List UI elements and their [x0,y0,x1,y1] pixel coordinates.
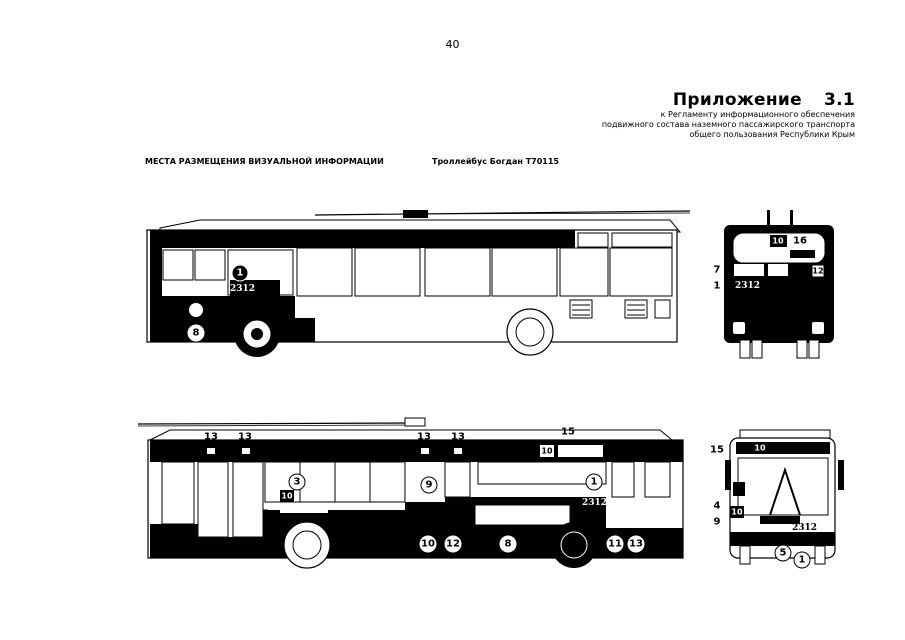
route-number-rear: 10 [772,237,784,246]
marker-side-9: 9 [420,476,438,494]
marker-side-12: 12 [443,534,463,554]
marker-side-13-e: 13 [626,534,646,554]
svg-text:1: 1 [591,477,598,488]
svg-text:11: 11 [608,539,622,550]
marker-front-4: 4 [714,501,721,512]
svg-text:13: 13 [451,432,465,443]
svg-text:9: 9 [426,480,433,491]
svg-text:1: 1 [237,268,244,279]
appendix-subtitle-line-3: общего пользования Республики Крым [689,130,855,139]
appendix-title-number: 3.1 [823,90,855,110]
svg-text:13: 13 [204,432,218,443]
route-number-front-side: 10 [731,508,743,517]
marker-side-1: 1 [585,473,603,491]
route-number-top-display: 10 [541,447,553,456]
marker-side-11: 11 [605,534,625,554]
fleet-number-top: 2312 [230,284,255,294]
bus-side-view-left: 10 10 2312 13 13 13 13 15 3 1 9 5 10 12 … [137,417,684,569]
caption-vehicle-model: Троллейбус Богдан Т70115 [432,157,559,166]
appendix-title-word: Приложение [672,90,802,110]
fleet-number-front: 2312 [792,523,817,533]
bus-rear-view: 10 12 2312 16 7 1 [714,210,834,359]
marker-top-8: 8 [186,323,206,343]
appendix-title: Приложение 3.1 [602,90,855,110]
svg-text:3: 3 [294,477,301,488]
svg-text:10: 10 [421,539,435,550]
marker-side-3: 3 [288,473,306,491]
marker-rear-7: 7 [714,265,721,276]
appendix-subtitle-line-2: подвижного состава наземного пассажирско… [601,120,855,129]
marker-front-1: 1 [793,551,811,569]
marker-rear-1: 1 [714,281,721,292]
header-block: Приложение 3.1 к Регламенту информационно… [602,90,855,140]
svg-text:8: 8 [505,539,512,550]
marker-front-9: 9 [714,517,721,528]
bus-side-view-right: 2312 1 8 [146,210,691,357]
marker-side-13-b: 13 [238,432,252,443]
svg-text:1: 1 [799,555,806,566]
marker-side-13-d: 13 [451,432,465,443]
bus-front-view: 10 10 2312 15 4 9 5 1 [710,429,844,569]
svg-text:12: 12 [446,539,460,550]
marker-side-5: 5 [263,509,270,520]
route-number-front: 10 [754,444,766,453]
marker-front-15: 15 [710,445,724,456]
marker-side-13-c: 13 [417,432,431,443]
svg-text:8: 8 [193,328,200,339]
appendix-subtitle-line-1: к Регламенту информационного обеспечения [660,110,855,119]
caption-placement: МЕСТА РАЗМЕЩЕНИЯ ВИЗУАЛЬНОЙ ИНФОРМАЦИИ [145,157,384,166]
svg-text:13: 13 [629,539,643,550]
marker-side-15: 15 [561,427,575,438]
marker-side-8: 8 [498,534,518,554]
marker-front-5: 5 [774,544,792,562]
route-number-side: 10 [281,492,293,501]
marker-side-10: 10 [418,534,438,554]
fleet-number-rear: 2312 [735,281,760,291]
marker-side-13-a: 13 [204,432,218,443]
svg-text:13: 13 [238,432,252,443]
marker-rear-12: 12 [812,267,823,276]
fleet-number-side: 2312 [582,498,607,508]
marker-top-1: 1 [231,264,249,282]
page-number: 40 [445,38,460,51]
marker-rear-16: 16 [793,236,807,247]
svg-text:13: 13 [417,432,431,443]
svg-text:5: 5 [780,548,787,559]
